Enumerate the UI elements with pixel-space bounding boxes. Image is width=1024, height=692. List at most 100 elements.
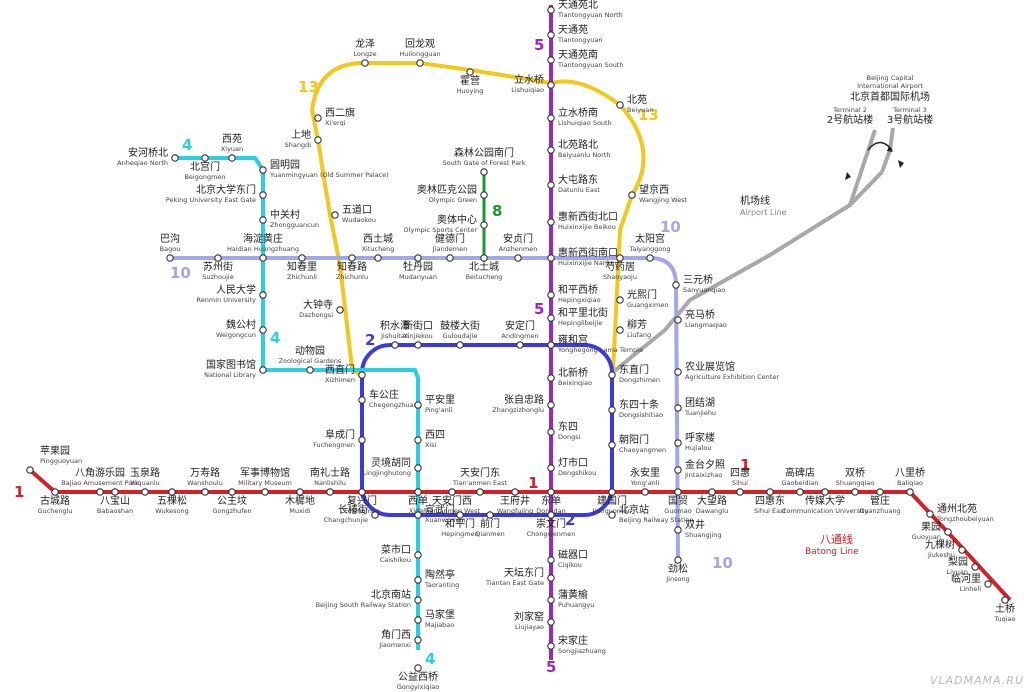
station-dot	[416, 59, 424, 67]
arrow-down-icon	[845, 172, 851, 180]
station-name-en: Jinsong	[665, 575, 689, 583]
station-dot	[547, 181, 555, 189]
station-name-cn: 西二旗	[325, 106, 355, 119]
station-name-en: Andingmen	[501, 332, 538, 340]
station-name-cn: 天坛东门	[504, 566, 544, 579]
station-dot	[331, 211, 339, 219]
station-name-en: Military Museum	[238, 479, 292, 487]
station-dot	[168, 488, 176, 496]
station-name-en: Renmin University	[197, 296, 257, 304]
station-name-cn: 惠新西街南口	[558, 246, 618, 259]
station-name-en: Gongzhufen	[212, 507, 251, 515]
station-dot	[336, 306, 344, 314]
station-name-cn: 玉泉路	[130, 466, 160, 479]
station-dot	[414, 254, 422, 262]
station-dot	[674, 316, 682, 324]
station-name-cn: 天安门西	[432, 494, 472, 507]
station-name-cn: 北京南站	[371, 588, 411, 601]
station-name-en: Qianmen	[475, 530, 504, 538]
line-number: 5	[546, 658, 556, 676]
station-name-en: Chegongzhuang	[369, 401, 422, 409]
station-dot	[547, 341, 555, 349]
station-dot	[414, 436, 422, 444]
station-name-cn: 柳芳	[627, 318, 647, 331]
station-name-cn: 和平里北街	[558, 306, 608, 319]
station-dot	[628, 191, 636, 199]
station-dot	[547, 146, 555, 154]
line-number: 2	[565, 511, 575, 529]
station-name-cn: 新街口	[403, 319, 433, 332]
station-name-cn: 四惠	[730, 466, 750, 479]
station-dot	[821, 488, 829, 496]
station-name-en: Xisi	[425, 441, 437, 449]
station-name-cn: 西土城	[363, 232, 393, 245]
station-name-cn: 上地	[291, 128, 311, 141]
station-name-cn: 传媒大学	[805, 494, 845, 507]
station-name-en: Fuchengmen	[313, 441, 355, 449]
station-name-en: Dazhongsi	[299, 311, 333, 319]
station-name-cn: 安河桥北	[128, 146, 168, 159]
station-name-cn: 西苑	[222, 132, 242, 145]
station-name-cn: 长椿街	[338, 503, 368, 516]
station-name-en: Dongsi	[558, 433, 581, 441]
station-name-cn: 八里桥	[895, 467, 925, 479]
station-dot	[480, 221, 488, 229]
station-name-cn: 和平西桥	[558, 284, 598, 296]
station-name-en: Zhichunli	[287, 273, 317, 281]
station-name-cn: 西单	[408, 495, 428, 507]
station-name-cn: 巴沟	[160, 232, 180, 245]
station-name-cn: 菜市口	[381, 543, 411, 556]
station-dot	[514, 254, 522, 262]
station-dot	[547, 574, 555, 582]
station-name-cn: 公主坟	[217, 494, 247, 507]
station-name-en: Dongdan	[536, 507, 565, 515]
station-name-en: Yuanmingyuan (Old Summer Palace)	[269, 171, 389, 179]
station-name-en: Shuangqiao	[836, 479, 875, 487]
station-dot	[480, 191, 488, 199]
line-number: 10	[170, 264, 191, 282]
station-dot	[766, 488, 774, 496]
station-name-en: Hepingmen	[441, 530, 479, 538]
station-name-en: Babaoshan	[97, 507, 133, 515]
station-dot	[358, 396, 366, 404]
station-name-cn: 北京大学东门	[196, 183, 256, 196]
station-name-en: Communication University	[782, 507, 868, 515]
station-name-cn: 天通苑	[558, 23, 588, 36]
station-dot	[674, 404, 682, 412]
station-name-en: Liufang	[627, 331, 651, 339]
station-name-en: Guoyuan	[912, 533, 941, 541]
arrow-up-icon	[898, 160, 904, 168]
station-name-cn: 国贸	[668, 495, 688, 507]
station-dot	[646, 254, 654, 262]
station-name-en: Huixinxijie Nankou	[558, 259, 619, 267]
station-dot	[414, 488, 422, 496]
station-dot	[547, 114, 555, 122]
station-dot	[674, 556, 682, 564]
station-name-en: Tuanjiehu	[684, 409, 716, 417]
station-name-en: Tiantongyuan South	[557, 61, 623, 69]
